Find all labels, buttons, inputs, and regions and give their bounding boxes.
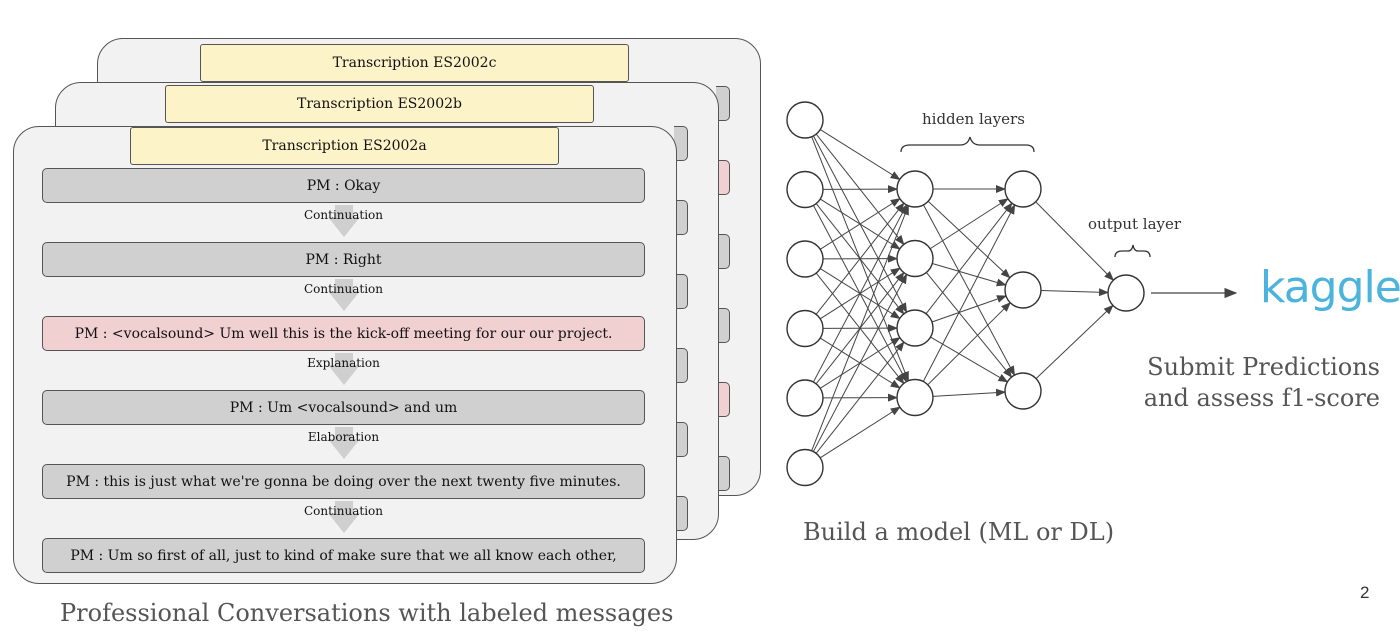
connection-edge xyxy=(927,301,1011,386)
relation-arrow: Continuation xyxy=(42,279,645,317)
hidden-node xyxy=(896,378,934,417)
down-arrow-icon xyxy=(327,291,360,311)
hidden-node xyxy=(1004,271,1042,309)
input-node xyxy=(786,170,824,209)
output-layer-label: output layer xyxy=(1088,215,1182,233)
hidden-node xyxy=(896,309,934,347)
hidden-layers-brace xyxy=(900,136,1035,153)
output-layer-brace xyxy=(1114,244,1151,258)
arrow-stem xyxy=(334,279,353,291)
card-b-message-stub xyxy=(674,422,688,457)
arrow-stem xyxy=(334,353,353,365)
message-box: PM : Okay xyxy=(42,168,645,203)
down-arrow-icon xyxy=(327,217,360,237)
output-node xyxy=(1107,274,1145,312)
message-box: PM : Um so first of all, just to kind of… xyxy=(42,538,645,573)
message-box: PM : Um <vocalsound> and um xyxy=(42,390,645,425)
card-c-message-stub xyxy=(716,382,730,417)
card-c-message-stub xyxy=(716,308,730,343)
model-caption: Build a model (ML or DL) xyxy=(803,518,1115,546)
connection-edge xyxy=(923,204,1015,377)
connection-edge xyxy=(811,204,909,451)
relation-label: Continuation xyxy=(303,282,384,296)
hidden-node xyxy=(1004,170,1042,208)
message-box-highlighted: PM : <vocalsound> Um well this is the ki… xyxy=(42,316,645,351)
hidden-layers-label: hidden layers xyxy=(922,110,1025,128)
network-connections xyxy=(811,129,1115,459)
connection-edge xyxy=(812,273,908,452)
connection-edge xyxy=(819,198,901,250)
hidden-node xyxy=(1004,372,1042,410)
submit-caption-line1: Submit Predictions xyxy=(1147,353,1380,381)
connection-edge xyxy=(931,295,1007,323)
card-c-message-stub xyxy=(716,86,730,121)
connection-edge xyxy=(819,129,901,180)
network-nodes xyxy=(786,101,1145,487)
card-c-message-stub xyxy=(716,234,730,269)
transcription-title-c: Transcription ES2002c xyxy=(200,44,629,82)
down-arrow-icon xyxy=(327,513,360,533)
page-number: 2 xyxy=(1360,583,1370,602)
conversations-caption: Professional Conversations with labeled … xyxy=(60,599,674,627)
connection-edge xyxy=(929,198,1009,250)
connection-edge xyxy=(932,388,1007,397)
message-box: PM : this is just what we're gonna be do… xyxy=(42,464,645,499)
transcription-title-b: Transcription ES2002b xyxy=(165,85,594,123)
connection-edge xyxy=(815,341,905,454)
connection-edge xyxy=(1040,288,1110,297)
relation-arrow: Continuation xyxy=(42,205,645,243)
down-arrow-icon xyxy=(327,439,360,459)
hidden-node xyxy=(896,239,934,278)
down-arrow-icon xyxy=(327,365,360,385)
connection-edge xyxy=(815,202,905,315)
arrow-stem xyxy=(334,501,353,513)
card-c-message-stub xyxy=(716,456,730,491)
relation-label: Continuation xyxy=(303,208,384,222)
arrow-stem xyxy=(334,205,353,217)
arrow-stem xyxy=(334,427,353,439)
input-node xyxy=(786,309,824,348)
connection-edge xyxy=(1035,304,1114,379)
connection-edge xyxy=(819,406,901,459)
connection-edge xyxy=(812,204,908,383)
relation-arrow: Elaboration xyxy=(42,427,645,465)
hidden-node xyxy=(896,170,934,208)
connection-edge xyxy=(922,204,1016,382)
card-b-message-stub xyxy=(674,496,688,531)
connection-edge xyxy=(932,263,1007,287)
kaggle-logo: kaggle xyxy=(1260,262,1400,313)
card-c-message-stub xyxy=(716,160,730,195)
connection-edge xyxy=(1035,201,1115,281)
card-b-message-stub xyxy=(674,274,688,309)
input-node xyxy=(786,101,824,139)
connection-edge xyxy=(930,336,1009,383)
connection-edge xyxy=(925,272,1013,378)
submit-caption-line2: and assess f1-score xyxy=(1143,384,1380,412)
input-node xyxy=(786,240,824,278)
relation-arrow: Continuation xyxy=(42,501,645,539)
relation-label: Continuation xyxy=(303,504,384,518)
relation-arrow: Explanation xyxy=(42,353,645,391)
message-box: PM : Right xyxy=(42,242,645,277)
connection-edge xyxy=(927,200,1011,279)
input-node xyxy=(786,448,824,487)
card-b-message-stub xyxy=(674,348,688,383)
neural-network-diagram xyxy=(786,101,1238,487)
connection-edge xyxy=(925,202,1013,315)
submit-caption: Submit Predictions and assess f1-score xyxy=(1140,352,1380,414)
input-node xyxy=(786,379,824,417)
transcription-title-a: Transcription ES2002a xyxy=(130,127,559,165)
card-b-message-stub xyxy=(674,200,688,235)
relation-label: Explanation xyxy=(307,356,380,370)
card-b-message-stub xyxy=(674,126,688,161)
relation-label: Elaboration xyxy=(307,430,380,444)
